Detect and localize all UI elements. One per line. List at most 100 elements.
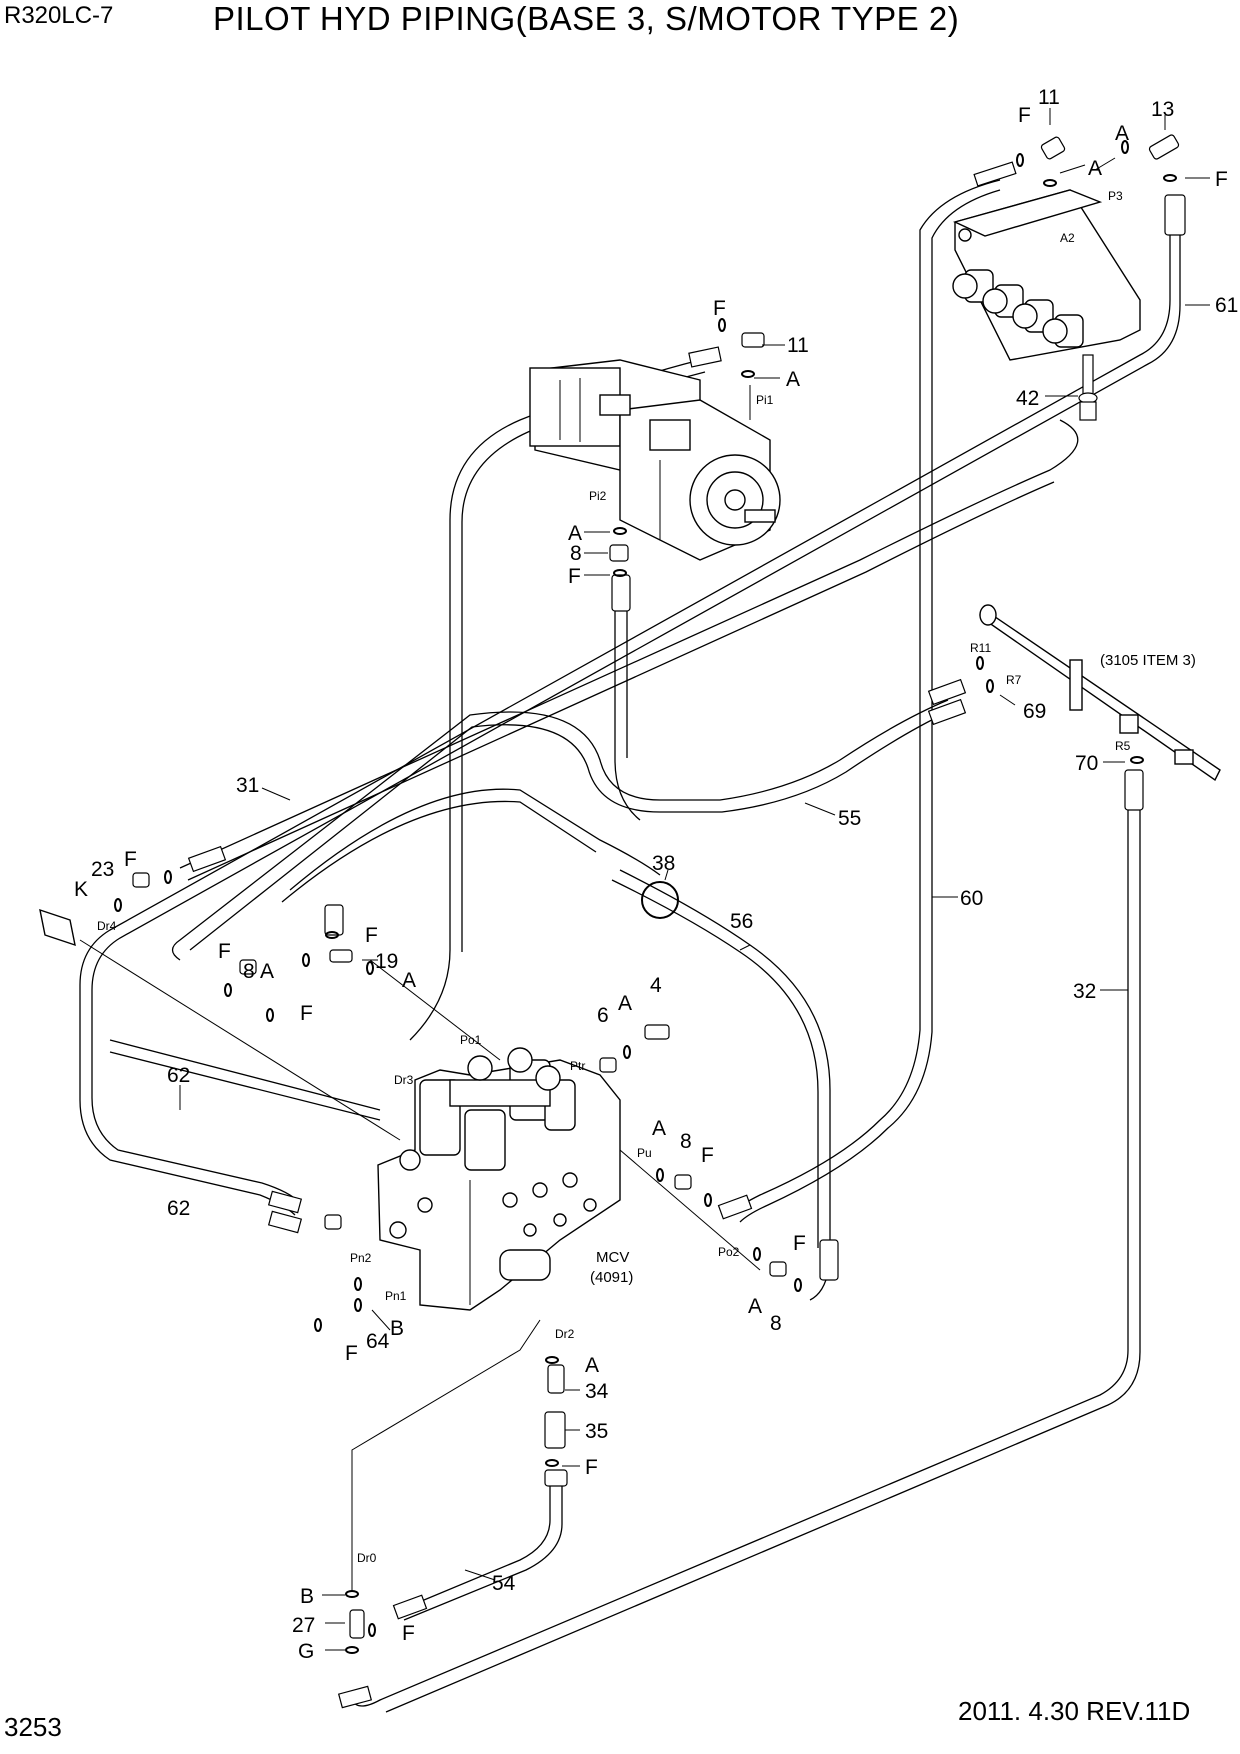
drain-line-dr0 [351, 1319, 541, 1592]
note-3105-item: (3105 ITEM 3) [1100, 652, 1196, 669]
callout-54: 54 [492, 1572, 516, 1595]
o-rings [114, 140, 1177, 1654]
callout-A: A [568, 522, 582, 545]
callout-13: 13 [1151, 98, 1174, 121]
port-label-dr4: Dr4 [97, 919, 117, 933]
port-label-ptr: Ptr [570, 1059, 585, 1073]
callout-F: F [124, 848, 137, 871]
solenoid-coil-4 [1042, 314, 1084, 348]
drain-line-dr4 [79, 939, 401, 1141]
port-label-pn2: Pn2 [350, 1251, 372, 1265]
main-pump [529, 359, 781, 561]
callout-F: F [402, 1622, 415, 1645]
callout-19: 19 [375, 950, 398, 973]
callout-G: G [298, 1640, 314, 1663]
callout-31: 31 [236, 774, 259, 797]
callout-64: 64 [366, 1330, 390, 1353]
callout-70: 70 [1075, 752, 1098, 775]
callout-F: F [1018, 104, 1031, 127]
callout-11: 11 [787, 334, 809, 357]
callout-8: 8 [680, 1130, 692, 1153]
note-mcv: MCV [596, 1249, 629, 1266]
callout-62: 62 [167, 1197, 190, 1220]
port-label-pn1: Pn1 [385, 1289, 407, 1303]
port-label-pi1: Pi1 [756, 393, 774, 407]
hose-31 [179, 419, 1079, 881]
page-title: PILOT HYD PIPING(BASE 3, S/MOTOR TYPE 2) [213, 0, 960, 37]
leader-line-po1 [369, 959, 501, 1061]
port-label-dr3: Dr3 [394, 1073, 414, 1087]
revision-date: 2011. 4.30 REV.11D [958, 1696, 1191, 1726]
callout-8: 8 [243, 960, 255, 983]
hose-end-fittings [187, 161, 1186, 1709]
solenoid-valve-block [952, 189, 1141, 421]
callout-A: A [402, 969, 416, 992]
callout-A: A [748, 1295, 762, 1318]
callout-F: F [585, 1456, 598, 1479]
leader-line-po2 [619, 1149, 761, 1271]
port-label-r11: R11 [970, 641, 991, 655]
hose-62 [109, 1039, 381, 1121]
port-label-r7: R7 [1006, 673, 1022, 687]
port-label-pu: Pu [637, 1146, 652, 1160]
callout-A: A [786, 368, 800, 391]
callout-leaders [179, 108, 1210, 1651]
port-label-r5: R5 [1115, 739, 1131, 753]
callout-27: 27 [292, 1614, 315, 1637]
callout-F: F [568, 565, 581, 588]
callout-B: B [300, 1585, 314, 1608]
page-number: 3253 [4, 1712, 62, 1742]
callout-B: B [390, 1317, 404, 1340]
callout-56: 56 [730, 910, 753, 933]
port-label-dr2: Dr2 [555, 1327, 575, 1341]
hose-60 [731, 179, 1001, 1223]
callout-A: A [652, 1117, 666, 1140]
callout-A: A [1088, 157, 1102, 180]
callout-F: F [300, 1002, 313, 1025]
hose-54 [399, 1480, 563, 1621]
callout-23: 23 [91, 858, 114, 881]
callout-60: 60 [960, 887, 983, 910]
callout-6: 6 [597, 1004, 609, 1027]
callout-11: 11 [1038, 86, 1060, 109]
callout-42: 42 [1016, 387, 1039, 410]
callout-A: A [585, 1354, 599, 1377]
callout-F: F [713, 297, 726, 320]
port-label-dr0: Dr0 [357, 1551, 377, 1565]
callout-F: F [701, 1144, 714, 1167]
hose-61 [79, 210, 1181, 1216]
callout-34: 34 [585, 1380, 609, 1403]
callout-4: 4 [650, 974, 662, 997]
hose-32 [351, 790, 1141, 1713]
port-label-p3: P3 [1108, 189, 1123, 203]
callout-8: 8 [570, 542, 582, 565]
callout-8: 8 [770, 1312, 782, 1335]
port-label-pi2: Pi2 [589, 489, 607, 503]
port-label-po1: Po1 [460, 1033, 482, 1047]
callout-62: 62 [167, 1064, 190, 1087]
callout-55: 55 [838, 807, 861, 830]
callout-32: 32 [1073, 980, 1096, 1003]
callout-F: F [345, 1342, 358, 1365]
callout-A: A [260, 960, 274, 983]
note-mcv-number: (4091) [590, 1269, 633, 1286]
main-control-valve [377, 1047, 621, 1311]
callout-69: 69 [1023, 700, 1046, 723]
callout-A: A [618, 992, 632, 1015]
small-fittings [39, 134, 1180, 1639]
callout-K: K [74, 878, 88, 901]
callout-F: F [365, 924, 378, 947]
port-label-a2: A2 [1060, 231, 1075, 245]
callout-F: F [793, 1232, 806, 1255]
pipe-block-3105 [979, 604, 1221, 782]
callout-F: F [1215, 168, 1228, 191]
hose-55 [171, 699, 949, 961]
callout-A: A [1115, 122, 1129, 145]
callout-F: F [218, 940, 231, 963]
port-label-po2: Po2 [718, 1245, 740, 1259]
callout-38: 38 [652, 852, 675, 875]
model-number: R320LC-7 [4, 2, 114, 29]
callout-35: 35 [585, 1420, 608, 1443]
callout-61: 61 [1215, 294, 1238, 317]
